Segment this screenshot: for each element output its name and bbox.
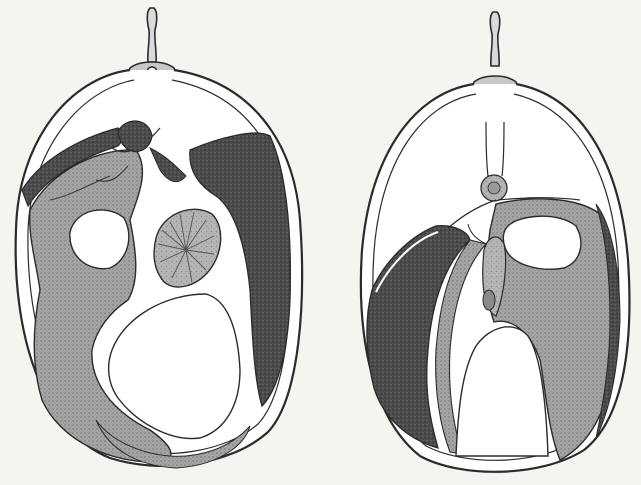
left-cross-section — [16, 8, 302, 468]
right-cross-section — [361, 12, 630, 472]
right-central-node — [481, 175, 507, 201]
